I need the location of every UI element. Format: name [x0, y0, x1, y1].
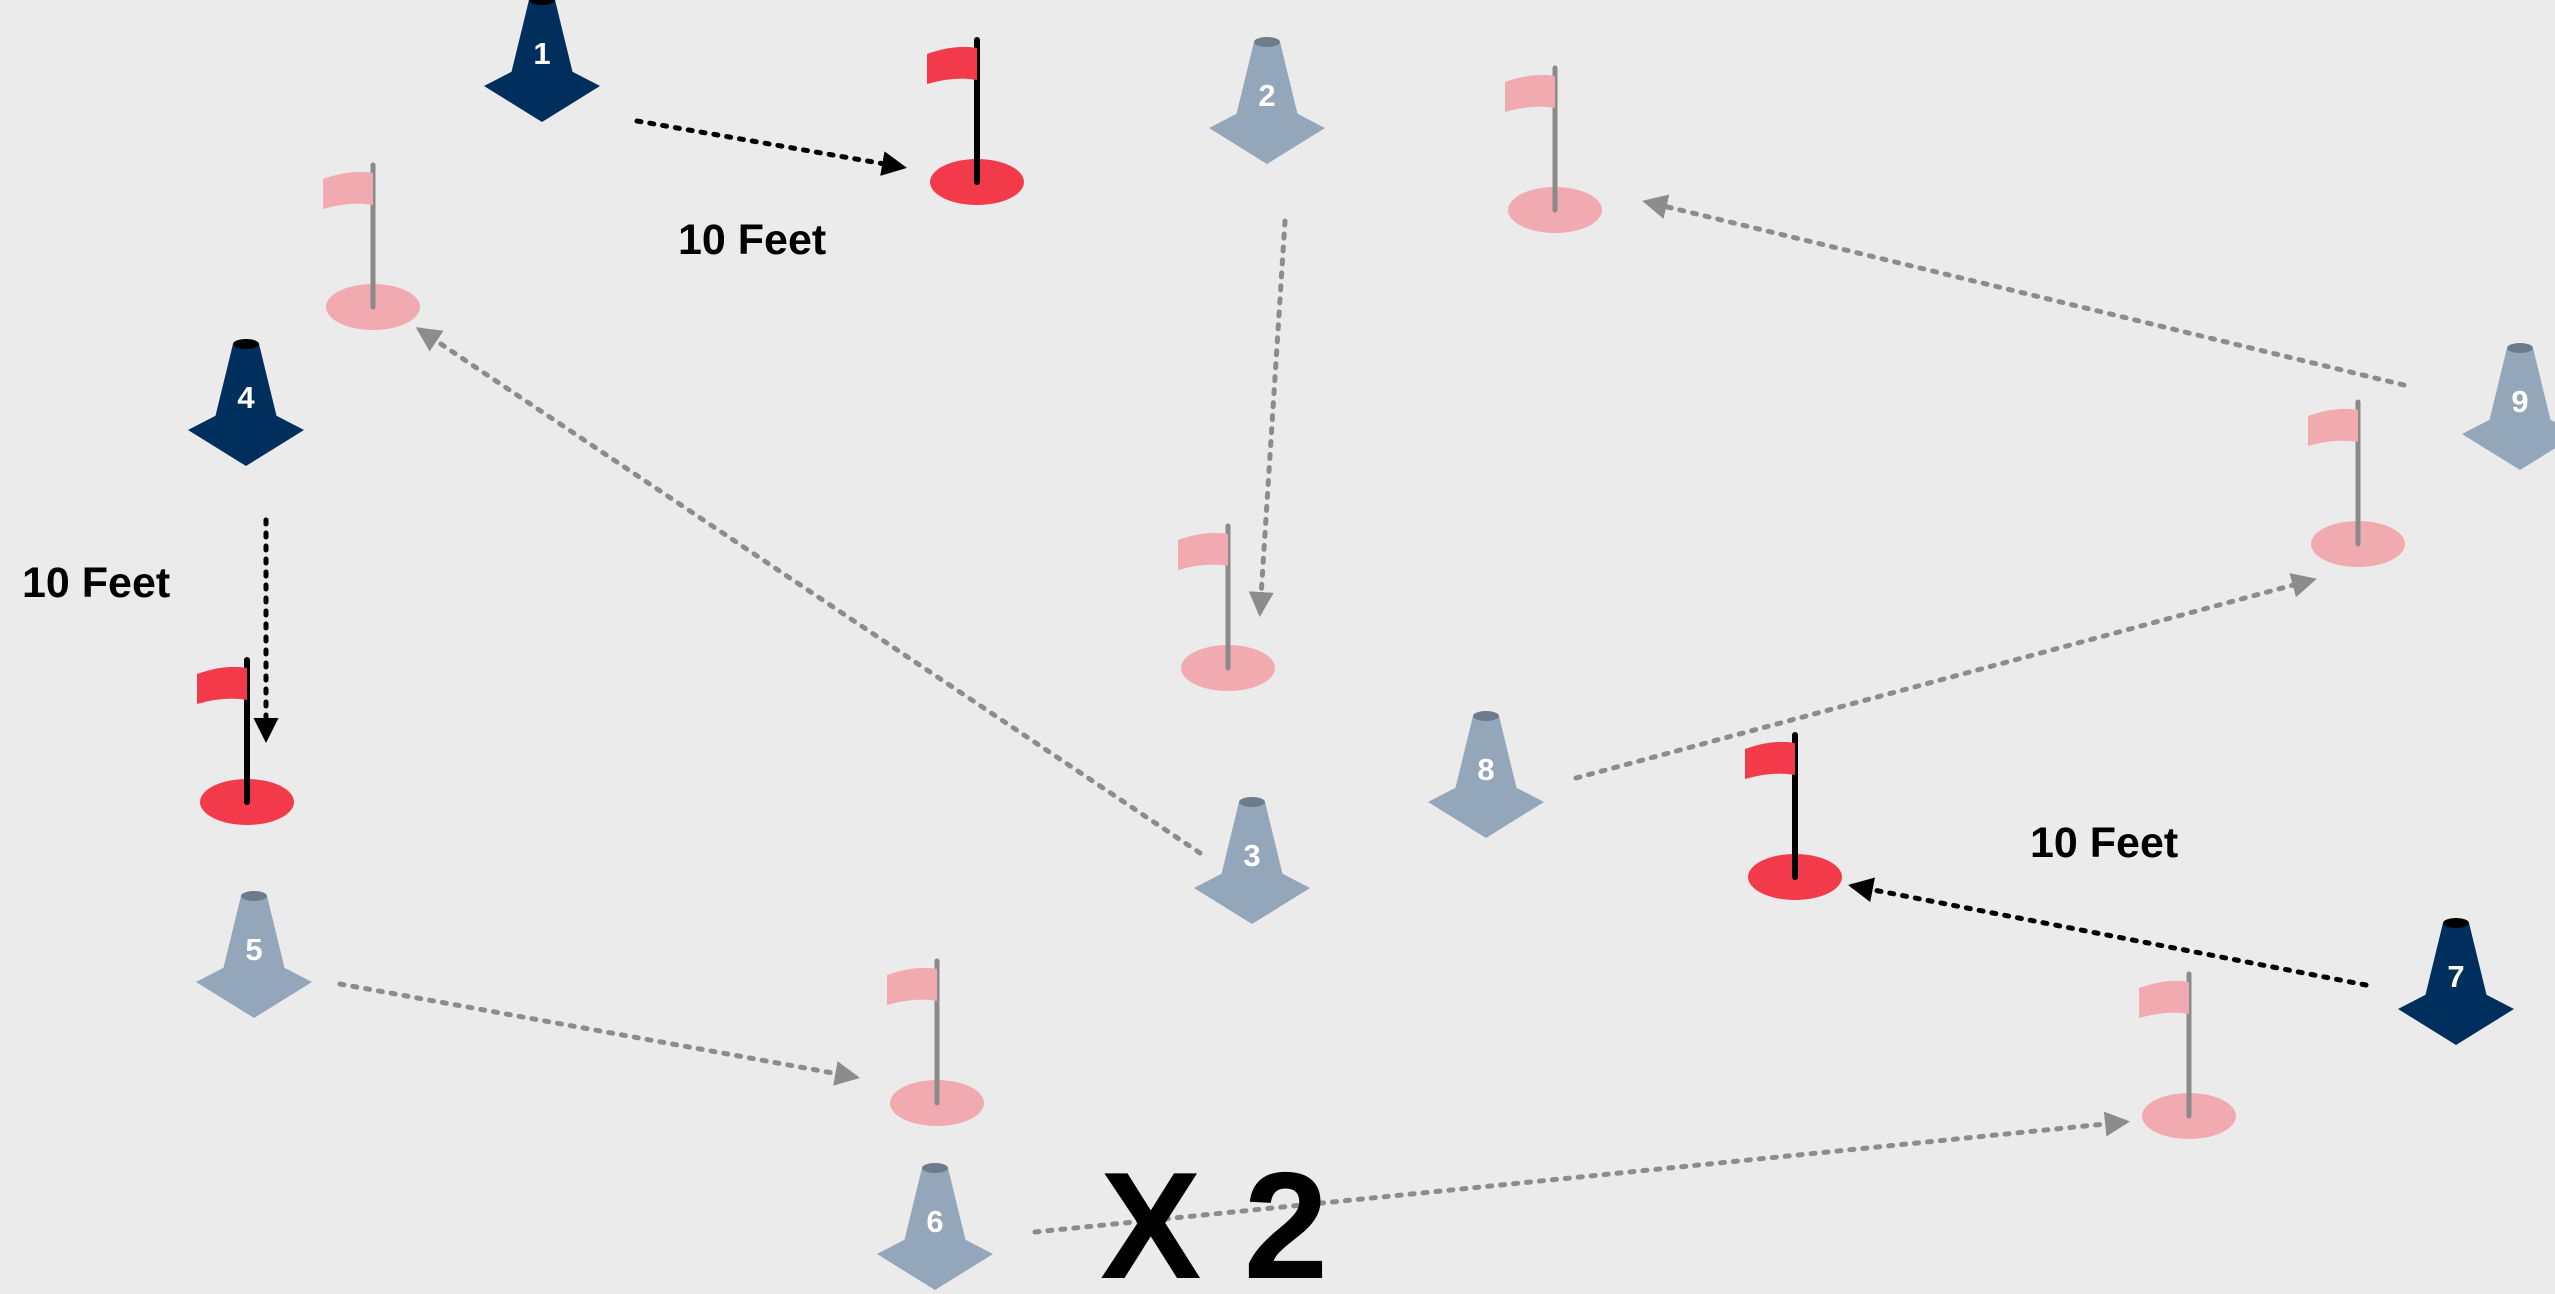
cone-number: 1 — [533, 36, 550, 71]
path-cone-8-to-flag-i — [1573, 573, 2317, 781]
path-cone-7-to-flag-f — [1848, 877, 2369, 988]
cone-5-icon: 5 — [196, 891, 312, 1018]
cone-top — [241, 891, 267, 901]
flag-h-icon — [887, 958, 984, 1126]
cone-number: 3 — [1243, 838, 1260, 873]
flag-d-icon — [197, 657, 294, 825]
cone-number: 5 — [245, 932, 262, 967]
cone-2-icon: 2 — [1209, 37, 1325, 164]
cone-6-icon: 6 — [877, 1163, 993, 1290]
cone-number: 2 — [1258, 78, 1275, 113]
flag-a-icon — [927, 37, 1024, 205]
flag-cloth — [887, 967, 937, 1005]
cone-body — [509, 0, 575, 88]
cone-top — [1254, 37, 1280, 47]
distance-label-top: 10 Feet — [678, 216, 826, 264]
flag-cloth — [927, 46, 977, 84]
cone-body — [902, 1168, 968, 1256]
cone-1-icon: 1 — [484, 0, 600, 122]
cone-number: 7 — [2447, 959, 2464, 994]
distance-label-left: 10 Feet — [22, 559, 170, 607]
cone-3-icon: 3 — [1194, 797, 1310, 924]
flag-b-icon — [323, 162, 420, 330]
flags — [197, 37, 2405, 1139]
flag-i-icon — [2139, 971, 2236, 1139]
path-cone-1-to-flag-a — [634, 118, 907, 176]
flag-cloth — [197, 666, 247, 704]
cone-body — [1219, 802, 1285, 890]
path-cone-5-to-flag-g — [337, 981, 860, 1086]
cone-body — [2423, 923, 2489, 1011]
cone-4-icon: 4 — [188, 339, 304, 466]
flag-e-icon — [1505, 65, 1602, 233]
cone-top — [1473, 711, 1499, 721]
path-cone-3-to-flag-b — [415, 327, 1203, 856]
cone-8-icon: 8 — [1428, 711, 1544, 838]
flag-cloth — [323, 171, 373, 209]
flag-g-icon — [2308, 399, 2405, 567]
repetitions-label: X 2 — [1100, 1141, 1328, 1294]
cone-body — [2487, 348, 2553, 436]
flag-f-icon — [1745, 732, 1842, 900]
cone-body — [221, 896, 287, 984]
flag-cloth — [1178, 532, 1228, 570]
path-cone-9-to-flag-e — [1642, 194, 2407, 388]
movement-paths — [253, 118, 2407, 1235]
cone-body — [1234, 42, 1300, 130]
flag-cloth — [2308, 408, 2358, 446]
path-cone-6-to-flag-h — [1032, 1111, 2130, 1235]
distance-label-right: 10 Feet — [2030, 819, 2178, 867]
cone-top — [1239, 797, 1265, 807]
flag-c-icon — [1178, 523, 1275, 691]
cone-top — [529, 0, 555, 5]
cone-top — [2443, 918, 2469, 928]
cone-9-icon: 9 — [2462, 343, 2555, 470]
cone-number: 6 — [926, 1204, 943, 1239]
cone-7-icon: 7 — [2398, 918, 2514, 1045]
flag-cloth — [1505, 74, 1555, 112]
path-cone-2-to-flag-c — [1248, 218, 1288, 617]
cone-number: 9 — [2511, 384, 2528, 419]
cone-top — [2507, 343, 2533, 353]
cone-number: 4 — [237, 380, 255, 415]
labels: 10 Feet 10 Feet 10 Feet X 2 — [22, 216, 2178, 1294]
flag-cloth — [2139, 980, 2189, 1018]
cone-body — [1453, 716, 1519, 804]
flag-cloth — [1745, 741, 1795, 779]
cone-top — [922, 1163, 948, 1173]
cone-top — [233, 339, 259, 349]
cone-body — [213, 344, 279, 432]
cones: 1 2 3 4 5 6 7 8 9 — [188, 0, 2555, 1290]
cone-number: 8 — [1477, 752, 1494, 787]
